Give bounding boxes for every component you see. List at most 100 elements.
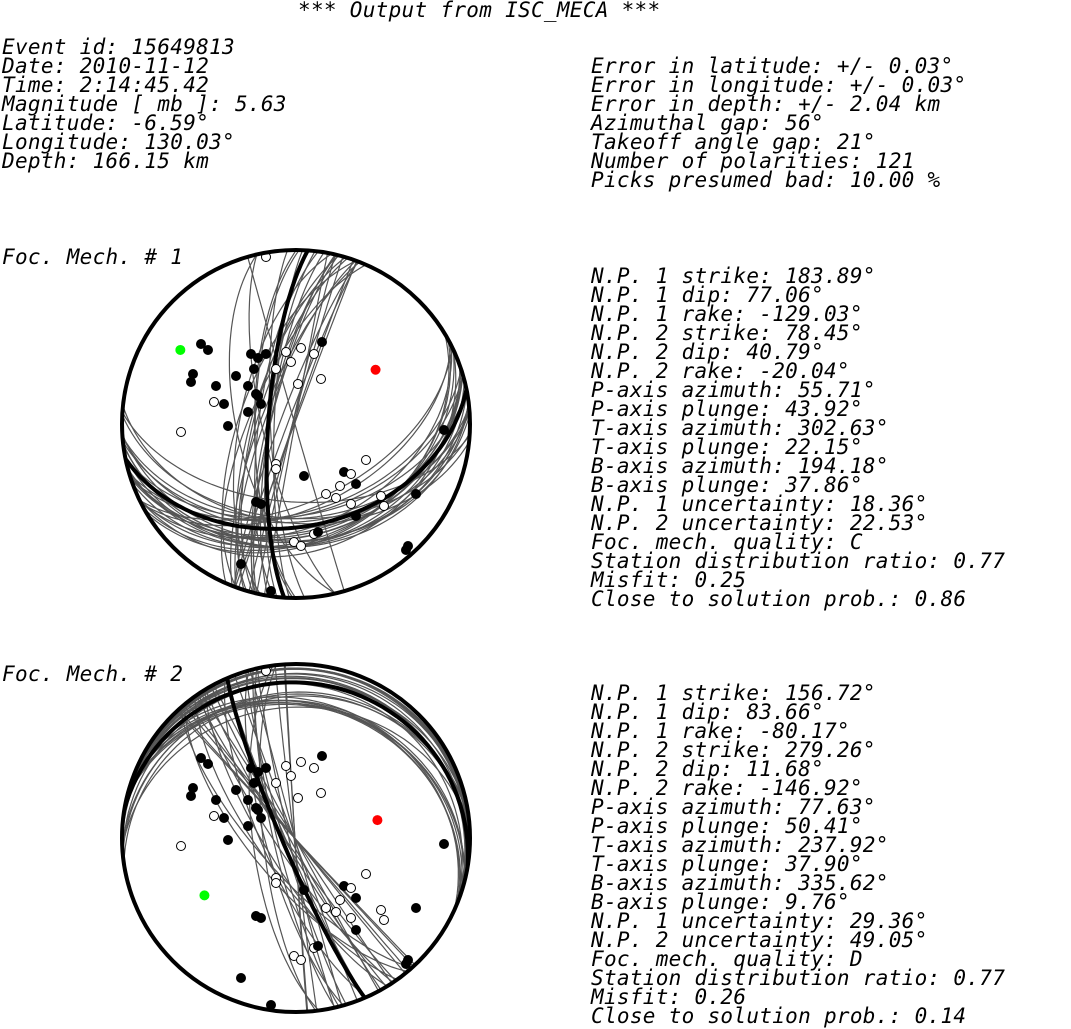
- mechanism-param-line: Close to solution prob.: 0.86: [591, 587, 967, 611]
- dilatation-station: [271, 364, 281, 374]
- compression-station: [219, 399, 229, 409]
- uncertainty-plane: [127, 379, 465, 548]
- mechanism-param-line: N.P. 2 uncertainty: 49.05°: [591, 928, 928, 952]
- uncertainty-plane: [122, 403, 470, 544]
- mechanism-param-line: Station distribution ratio: 0.77: [591, 549, 1006, 573]
- mechanism-param-line: Station distribution ratio: 0.77: [591, 966, 1006, 990]
- mechanism-param-line: N.P. 2 strike: 279.26°: [591, 738, 876, 762]
- page-title: *** Output from ISC_MECA ***: [298, 0, 661, 22]
- mechanism-param-line: N.P. 1 rake: -129.03°: [591, 302, 863, 326]
- mechanism-param-line: Close to solution prob.: 0.14: [591, 1004, 967, 1028]
- error-depth: Error in depth: +/- 2.04 km: [591, 92, 941, 116]
- event-info-right: Error in latitude: +/- 0.03° Error in lo…: [591, 56, 966, 192]
- compression-station: [196, 339, 206, 349]
- mechanism-param-line: N.P. 2 dip: 11.68°: [591, 757, 824, 781]
- uncertainty-plane: [146, 333, 450, 554]
- nodal-plane-2: [123, 388, 469, 531]
- dilatation-station: [286, 357, 296, 367]
- mechanism-1-parameters: N.P. 1 strike: 183.89°N.P. 1 dip: 77.06°…: [591, 264, 1006, 611]
- uncertainty-plane: [124, 389, 468, 519]
- mechanism-2-parameters: N.P. 1 strike: 156.72°N.P. 1 dip: 83.66°…: [591, 683, 1006, 1028]
- compression-station: [351, 511, 361, 521]
- mechanism-param-line: T-axis plunge: 22.15°: [591, 435, 863, 459]
- compression-station: [256, 499, 266, 509]
- compression-station: [256, 399, 266, 409]
- mechanism-param-line: B-axis plunge: 37.86°: [591, 473, 863, 497]
- compression-station: [411, 489, 421, 499]
- event-date: Date: 2010-11-12: [2, 54, 210, 78]
- mechanism-param-line: N.P. 2 dip: 40.79°: [591, 340, 824, 364]
- compression-station: [223, 421, 233, 431]
- mechanism-param-line: Foc. mech. quality: C: [591, 530, 863, 554]
- uncertainty-plane: [228, 254, 336, 595]
- mechanism-param-line: Misfit: 0.26: [591, 985, 747, 1009]
- event-info-left: Event id: 15649813 Date: 2010-11-12 Time…: [2, 35, 287, 173]
- mechanism-param-line: P-axis azimuth: 77.63°: [591, 795, 876, 819]
- compression-station: [253, 353, 263, 363]
- mechanism-param-line: B-axis plunge: 9.76°: [591, 890, 850, 914]
- compression-station: [251, 389, 261, 399]
- uncertainty-plane: [140, 344, 452, 527]
- compression-station: [186, 377, 196, 387]
- compression-station: [203, 345, 213, 355]
- compression-station: [243, 381, 253, 391]
- dilatation-station: [379, 501, 389, 511]
- compression-station: [211, 381, 221, 391]
- compression-station: [439, 425, 449, 435]
- uncertainty-plane: [143, 339, 452, 552]
- dilatation-station: [176, 427, 186, 437]
- mechanism-param-line: Foc. mech. quality: D: [591, 947, 863, 971]
- event-id: Event id: 15649813: [2, 35, 235, 59]
- mechanism-param-line: N.P. 2 rake: -20.04°: [591, 359, 850, 383]
- mechanism-param-line: P-axis plunge: 50.41°: [591, 814, 863, 838]
- mechanism-param-line: N.P. 1 uncertainty: 29.36°: [591, 909, 928, 933]
- dilatation-station: [209, 397, 219, 407]
- event-magnitude: Magnitude [ mb ]: 5.63: [2, 92, 287, 116]
- dilatation-station: [376, 491, 386, 501]
- mechanism-param-line: N.P. 1 dip: 77.06°: [591, 283, 824, 307]
- mechanism-param-line: T-axis plunge: 37.90°: [591, 852, 863, 876]
- mechanism-param-line: T-axis azimuth: 302.63°: [591, 416, 889, 440]
- mechanism-param-line: N.P. 1 uncertainty: 18.36°: [591, 492, 928, 516]
- mechanism-param-line: N.P. 2 rake: -146.92°: [591, 776, 863, 800]
- compression-station: [261, 349, 271, 359]
- compression-station: [401, 545, 411, 555]
- compression-station: [313, 527, 323, 537]
- mechanism-param-line: B-axis azimuth: 335.62°: [591, 871, 889, 895]
- mechanism-2-label: Foc. Mech. # 2: [2, 662, 184, 686]
- dilatation-station: [309, 349, 319, 359]
- uncertainty-plane: [138, 349, 455, 548]
- dilatation-station: [335, 481, 345, 491]
- focal-sphere-outline: [120, 248, 472, 600]
- compression-station: [317, 337, 327, 347]
- dilatation-station: [271, 464, 281, 474]
- dilatation-station: [316, 374, 326, 384]
- uncertainty-plane: [220, 264, 367, 584]
- mechanism-param-line: N.P. 2 uncertainty: 22.53°: [591, 511, 928, 535]
- uncertainty-plane: [130, 369, 462, 539]
- p-axis-marker: [370, 364, 381, 375]
- nodal-plane-1: [264, 250, 310, 598]
- dilatation-station: [361, 455, 371, 465]
- mechanism-param-line: P-axis azimuth: 55.71°: [591, 378, 876, 402]
- uncertainty-plane: [122, 411, 470, 504]
- compression-station: [351, 479, 361, 489]
- event-depth: Depth: 166.15 km: [2, 149, 210, 173]
- takeoff-angle-gap: Takeoff angle gap: 21°: [591, 130, 876, 154]
- t-axis-marker: [175, 344, 186, 355]
- mechanism-param-line: B-axis azimuth: 194.18°: [591, 454, 889, 478]
- picks-presumed-bad: Picks presumed bad: 10.00 %: [591, 168, 941, 192]
- mechanism-param-line: T-axis azimuth: 237.92°: [591, 833, 889, 857]
- event-longitude: Longitude: 130.03°: [2, 130, 235, 154]
- dilatation-station: [296, 541, 306, 551]
- uncertainty-plane: [233, 261, 359, 587]
- dilatation-station: [293, 379, 303, 389]
- mechanism-param-line: N.P. 2 strike: 78.45°: [591, 321, 863, 345]
- mechanism-param-line: P-axis plunge: 43.92°: [591, 397, 863, 421]
- mechanism-param-line: N.P. 1 strike: 183.89°: [591, 264, 876, 288]
- mechanism-param-line: Misfit: 0.25: [591, 568, 747, 592]
- uncertainty-plane: [240, 254, 340, 593]
- mechanism-param-line: N.P. 1 dip: 83.66°: [591, 700, 824, 724]
- dilatation-station: [346, 469, 356, 479]
